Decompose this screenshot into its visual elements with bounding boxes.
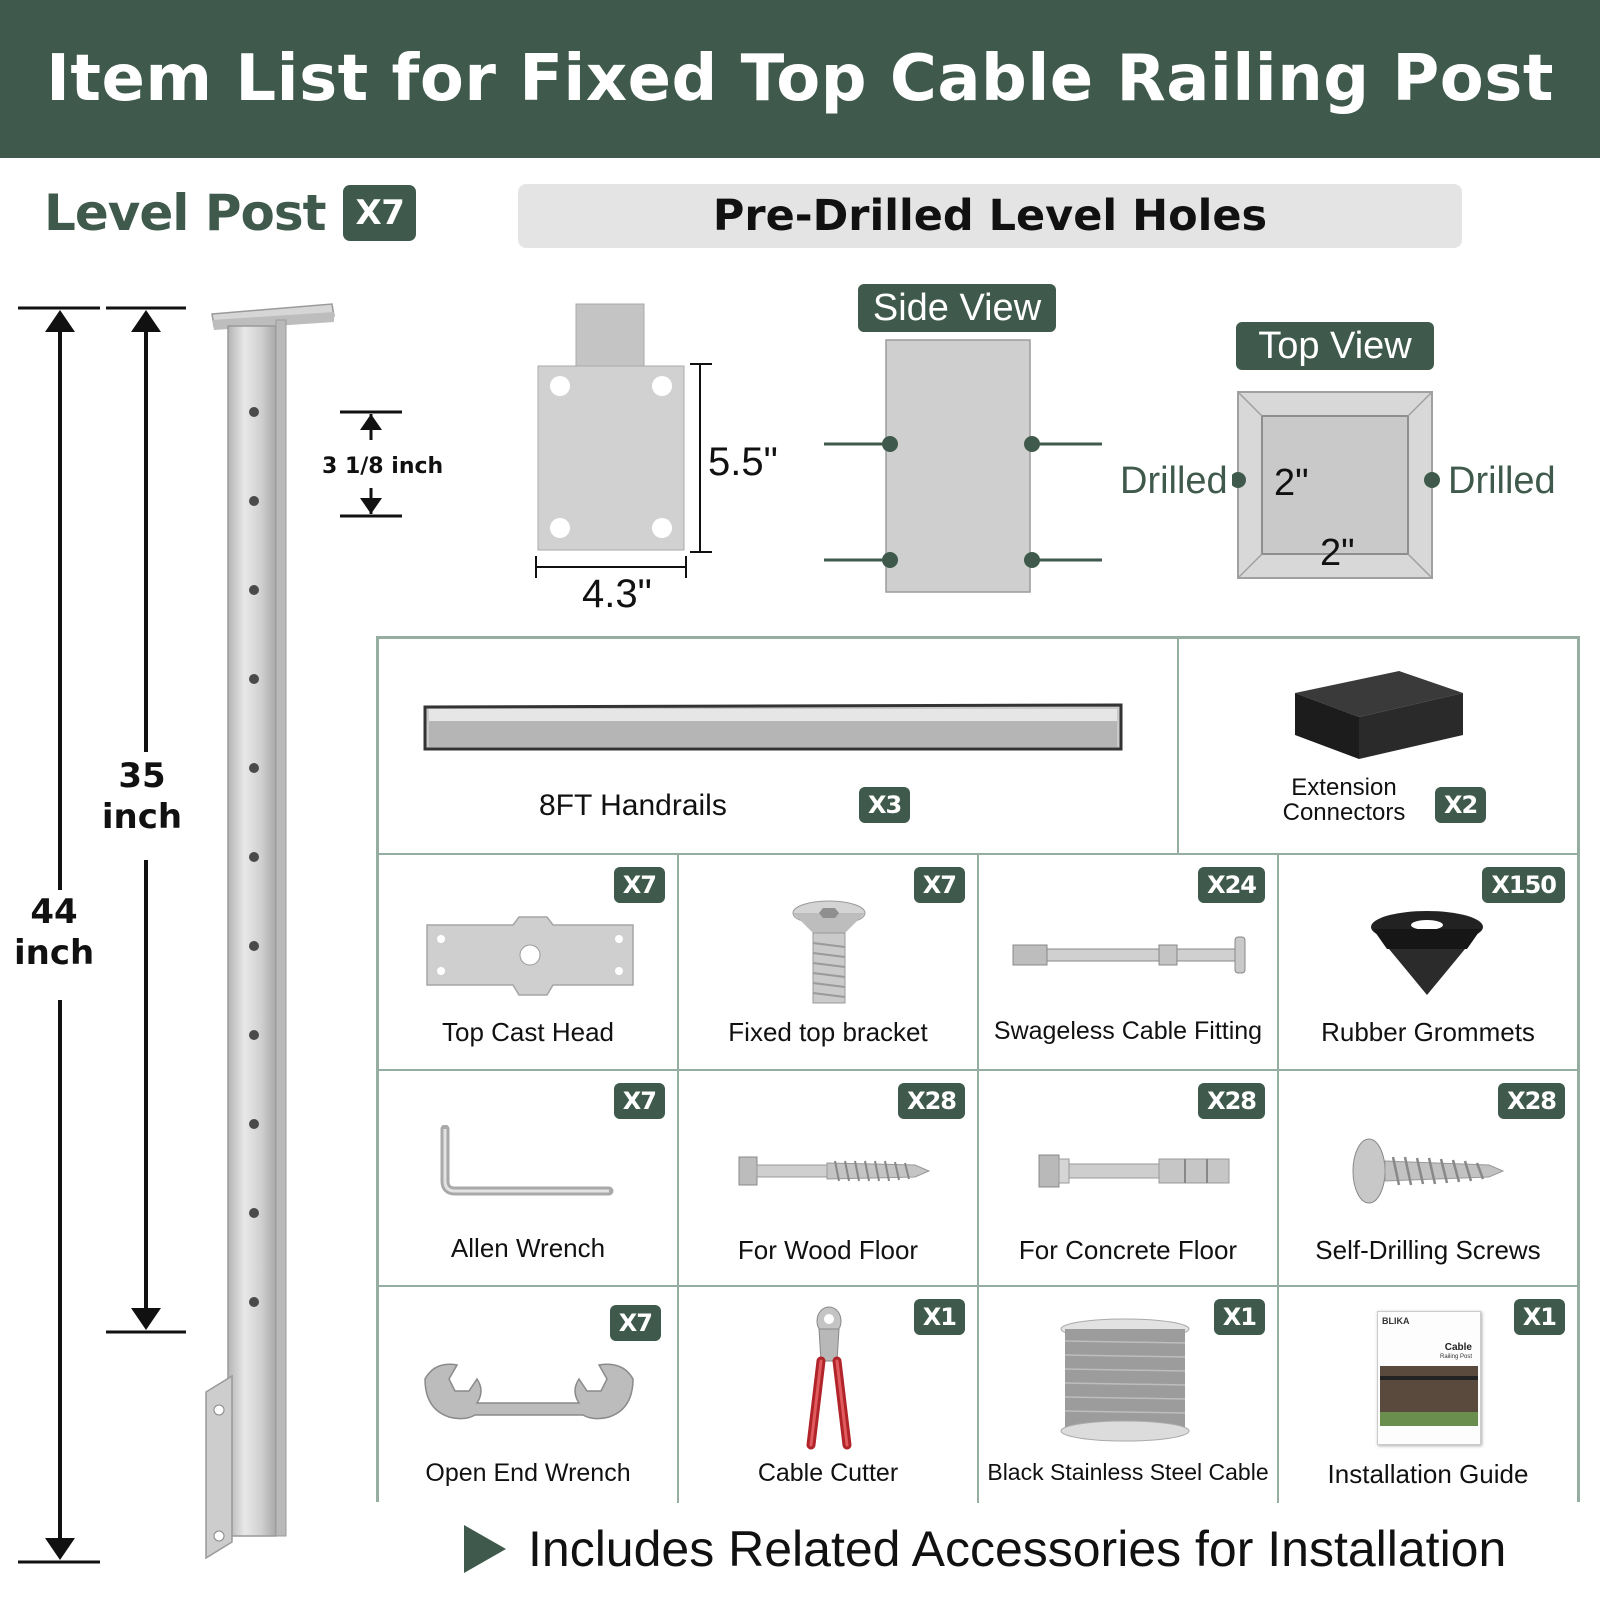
lag-screw-icon — [738, 1156, 931, 1186]
item-cell-concrete-floor: X28 For Concrete Floor — [979, 1071, 1279, 1287]
item-qty-badge: X28 — [1198, 1083, 1265, 1119]
item-name: Rubber Grommets — [1321, 1017, 1535, 1047]
top-view-depth-label: 2" — [1320, 532, 1355, 574]
item-cell-cable-cutter: X1 Cable Cutter — [679, 1287, 979, 1503]
post-hole — [249, 407, 259, 417]
item-qty-badge: X150 — [1482, 867, 1565, 903]
item-name: Extension Connectors — [1282, 774, 1406, 827]
item-cell-allen-wrench: X7 Allen Wrench — [379, 1071, 679, 1287]
item-cell-wood-floor: X28 For Wood Floor — [679, 1071, 979, 1287]
level-post-qty-badge: X7 — [343, 185, 417, 241]
top-view-diagram — [1232, 391, 1440, 579]
item-cell-grommets: X150 Rubber Grommets — [1279, 855, 1577, 1071]
level-post-heading: Level Post X7 — [44, 184, 417, 242]
item-name: Swageless Cable Fitting — [993, 1017, 1263, 1045]
item-qty-badge: X1 — [913, 1299, 965, 1335]
item-qty-badge: X28 — [1498, 1083, 1565, 1119]
total-height-label: 44 inch — [14, 892, 95, 974]
level-post-label: Level Post — [44, 184, 326, 242]
item-cell-handrails: 8FT Handrails X3 — [379, 639, 1179, 855]
top-view-drilled-right: Drilled — [1448, 460, 1556, 502]
item-grid: 8FT Handrails X3 Extension Connectors X2… — [376, 636, 1580, 1503]
base-plate-diagram — [535, 303, 712, 578]
item-cell-top-cast-head: X7 Top Cast Head — [379, 855, 679, 1071]
item-qty-badge: X24 — [1198, 867, 1265, 903]
page-header: Item List for Fixed Top Cable Railing Po… — [0, 0, 1600, 158]
predrilled-title: Pre-Drilled Level Holes — [518, 184, 1462, 248]
post-hole — [249, 585, 259, 595]
guide-subtitle: Railing Post — [1439, 1354, 1472, 1360]
post-hole — [249, 496, 259, 506]
post-hole — [249, 852, 259, 862]
post-hole — [249, 763, 259, 773]
anchor-bolt-icon — [1038, 1154, 1230, 1188]
item-cell-fixed-top-bracket: X7 Fixed top bracket — [679, 855, 979, 1071]
guide-booklet-icon: BLIKA Cable Railing Post — [1377, 1311, 1481, 1445]
footer-note: Includes Related Accessories for Install… — [464, 1520, 1506, 1578]
item-name: Open End Wrench — [425, 1459, 631, 1487]
self-drilling-screw-icon — [1352, 1138, 1505, 1204]
item-qty-badge: X1 — [1513, 1299, 1565, 1335]
item-name: Top Cast Head — [442, 1017, 614, 1047]
post-diagram — [18, 303, 402, 1564]
item-qty-badge: X3 — [859, 787, 911, 823]
item-name: Installation Guide — [1327, 1459, 1529, 1489]
post-hole — [249, 1030, 259, 1040]
item-qty-badge: X7 — [613, 867, 665, 903]
item-qty-badge: X7 — [609, 1305, 661, 1341]
cable-fitting-icon — [1012, 936, 1246, 974]
side-view-tag: Side View — [858, 284, 1056, 332]
top-view-width-label: 2" — [1274, 462, 1309, 504]
guide-title: Cable — [1444, 1342, 1472, 1353]
hole-span-label: 35 inch — [100, 756, 184, 838]
post-hole — [249, 1119, 259, 1129]
post-holes — [249, 407, 259, 1307]
post-hole — [249, 674, 259, 684]
item-name: For Wood Floor — [737, 1235, 919, 1265]
hole-spacing-label: 3 1/8 inch — [322, 454, 444, 479]
item-qty-badge: X7 — [613, 1083, 665, 1119]
cast-head-icon — [426, 916, 634, 996]
item-qty-badge: X7 — [913, 867, 965, 903]
post-hole — [249, 1208, 259, 1218]
footer-text: Includes Related Accessories for Install… — [528, 1521, 1507, 1577]
item-cell-connectors: Extension Connectors X2 — [1179, 639, 1577, 855]
post-hole — [249, 1297, 259, 1307]
item-cell-guide: X1 BLIKA Cable Railing Post Installation… — [1279, 1287, 1577, 1503]
item-name: Self-Drilling Screws — [1315, 1235, 1541, 1265]
item-name: 8FT Handrails — [539, 789, 727, 822]
item-cell-cable: X1 Black Stainless Steel Cable — [979, 1287, 1279, 1503]
grommet-icon — [1371, 911, 1483, 995]
base-width-label: 4.3" — [582, 572, 652, 616]
cable-cutter-icon — [806, 1306, 852, 1450]
item-name: Fixed top bracket — [728, 1017, 928, 1047]
item-name: Cable Cutter — [757, 1459, 899, 1487]
item-cell-open-end-wrench: X7 Open End Wrench — [379, 1287, 679, 1503]
top-view-drilled-left: Drilled — [1120, 460, 1228, 502]
guide-brand: BLIKA — [1382, 1316, 1410, 1326]
cable-spool-icon — [1060, 1318, 1190, 1442]
item-cell-cable-fitting: X24 Swageless Cable Fitting — [979, 855, 1279, 1071]
item-qty-badge: X28 — [898, 1083, 965, 1119]
item-qty-badge: X2 — [1435, 787, 1487, 823]
connector-block-icon — [1295, 671, 1463, 759]
bolt-icon — [792, 900, 866, 1004]
open-end-wrench-icon — [424, 1363, 634, 1420]
item-qty-badge: X1 — [1213, 1299, 1265, 1335]
item-name: Black Stainless Steel Cable — [987, 1459, 1269, 1485]
handrail-icon — [423, 703, 1123, 751]
side-view-diagram — [824, 339, 1102, 593]
item-name: For Concrete Floor — [1018, 1235, 1238, 1265]
allen-wrench-icon — [440, 1125, 614, 1196]
post-hole — [249, 941, 259, 951]
page-title: Item List for Fixed Top Cable Railing Po… — [46, 42, 1554, 116]
item-name: Allen Wrench — [450, 1233, 606, 1263]
item-cell-self-drilling: X28 Self-Drilling Screws — [1279, 1071, 1577, 1287]
top-view-tag: Top View — [1236, 322, 1434, 370]
play-triangle-icon — [464, 1525, 506, 1573]
base-height-label: 5.5" — [708, 440, 778, 484]
